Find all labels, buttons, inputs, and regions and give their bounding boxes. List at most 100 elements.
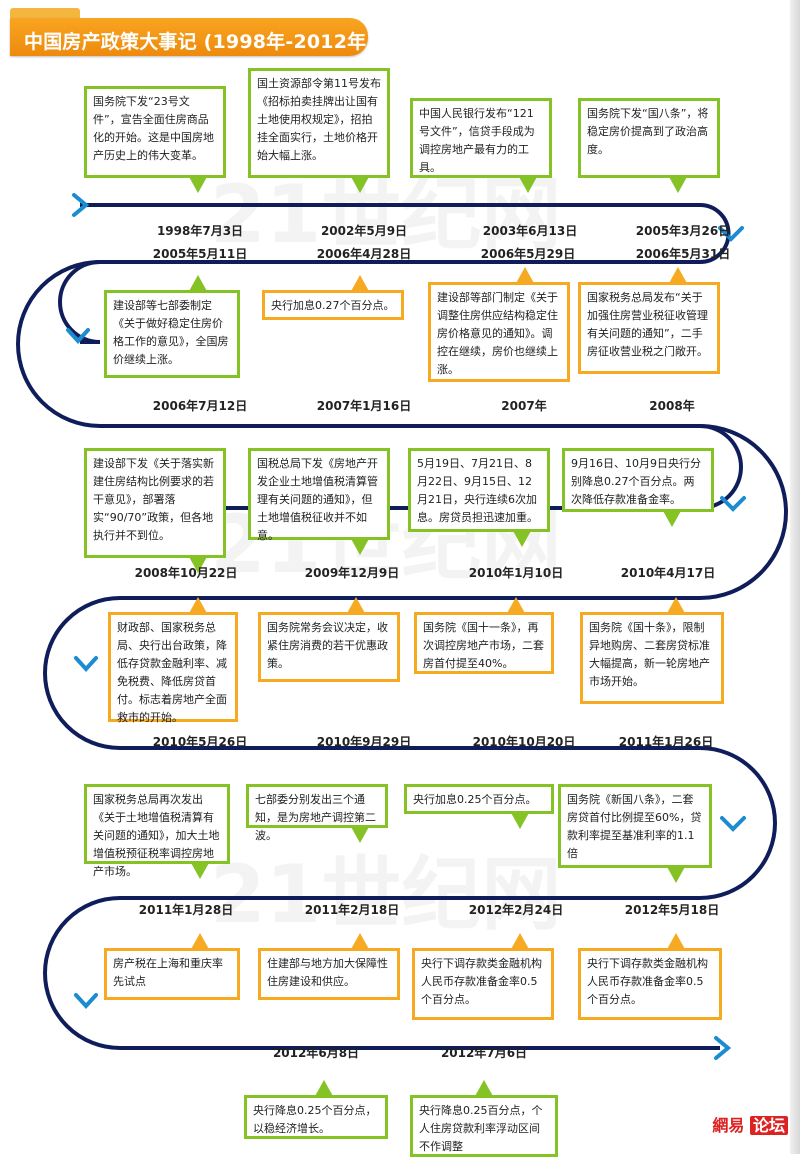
event-date: 2011年1月28日 xyxy=(138,903,234,917)
event-callout: 国税总局下发《房地产开发企业土地增值税清算管理有关问题的通知》，但土地增值税征收… xyxy=(248,448,390,542)
event-date: 2009年12月9日 xyxy=(304,566,400,580)
event-date: 2011年1月26日 xyxy=(618,735,714,749)
event-text: 央行加息0.25个百分点。 xyxy=(413,793,537,806)
callout-pointer xyxy=(350,175,370,193)
event-callout: 央行降息0.25个百分点，以稳经济增长。 xyxy=(244,1095,388,1139)
event-callout: 央行下调存款类金融机构人民币存款准备金率0.5个百分点。 xyxy=(578,948,722,1020)
event-text: 住建部与地方加大保障性住房建设和供应。 xyxy=(267,957,388,988)
chevron-down-icon xyxy=(66,328,90,344)
event-text: 央行下调存款类金融机构人民币存款准备金率0.5个百分点。 xyxy=(421,957,542,1006)
chevron-down-icon xyxy=(720,816,746,832)
page-edge xyxy=(790,0,800,1154)
event-callout: 5月19日、7月21日、8月22日、9月15日、12月21日，央行连续6次加息。… xyxy=(408,448,550,532)
callout-pointer xyxy=(188,175,208,193)
callout-pointer xyxy=(350,933,370,951)
callout-pointer xyxy=(346,597,366,615)
event-callout: 国家税务总局发布“关于加强住房营业税征收管理有关问题的通知”，二手房征收营业税之… xyxy=(578,282,720,374)
event-callout: 国家税务总局再次发出《关于土地增值税清算有关问题的通知》，加大土地增值税预征税率… xyxy=(84,784,230,878)
event-text: 国家税务总局发布“关于加强住房营业税征收管理有关问题的通知”，二手房征收营业税之… xyxy=(587,291,708,358)
end-arrow-icon xyxy=(714,1036,732,1060)
event-date: 2010年5月26日 xyxy=(152,735,248,749)
event-date: 2005年5月11日 xyxy=(152,247,248,261)
event-text: 9月16日、10月9日央行分别降息0.27个百分点。两次降低存款准备金率。 xyxy=(571,457,701,506)
event-text: 国家税务总局再次发出《关于土地增值税清算有关问题的通知》，加大土地增值税预征税率… xyxy=(93,793,220,878)
event-date: 2012年6月8日 xyxy=(272,1046,360,1060)
event-text: 国税总局下发《房地产开发企业土地增值税清算管理有关问题的通知》，但土地增值税征收… xyxy=(257,457,378,542)
event-text: 国土资源部令第11号发布《招标拍卖挂牌出让国有土地使用权规定》，招拍挂全面实行，… xyxy=(257,77,381,162)
callout-pointer xyxy=(350,825,370,843)
callout-pointer xyxy=(515,267,535,285)
event-text: 央行降息0.25个百分点，以稳经济增长。 xyxy=(253,1104,377,1135)
event-callout: 中国人民银行发布“121号文件”，信贷手段成为调控房地产最有力的工具。 xyxy=(410,98,552,178)
callout-pointer xyxy=(188,555,208,573)
callout-pointer xyxy=(666,865,686,883)
event-date: 2010年4月17日 xyxy=(620,566,716,580)
event-date: 2005年3月26日 xyxy=(635,224,731,238)
event-text: 国务院《国十条》，限制异地购房、二套房贷标准大幅提高，新一轮房地产市场开始。 xyxy=(589,621,710,688)
event-callout: 国务院《国十一条》，再次调控房地产市场，二套房首付提至40%。 xyxy=(414,612,554,674)
page-title: 中国房产政策大事记 (1998年-2012年) xyxy=(24,31,376,53)
event-date: 2007年1月16日 xyxy=(316,399,412,413)
start-arrow-icon xyxy=(72,193,90,217)
event-date: 2006年5月31日 xyxy=(635,247,731,261)
callout-pointer xyxy=(314,1080,334,1098)
event-callout: 国务院下发“国八条”，将稳定房价提高到了政治高度。 xyxy=(578,98,720,178)
event-date: 2002年5月9日 xyxy=(320,224,408,238)
event-text: 央行降息0.25百分点，个人住房贷款利率浮动区间不作调整 xyxy=(419,1104,543,1153)
event-text: 央行下调存款类金融机构人民币存款准备金率0.5个百分点。 xyxy=(587,957,708,1006)
event-callout: 财政部、国家税务总局、央行出台政策，降低存贷款金融利率、减免税费、降低房贷首付。… xyxy=(108,612,238,724)
event-callout: 央行降息0.25百分点，个人住房贷款利率浮动区间不作调整 xyxy=(410,1095,558,1157)
event-text: 七部委分别发出三个通知，是为房地产调控第二波。 xyxy=(255,793,376,842)
chevron-down-icon xyxy=(74,656,98,672)
event-callout: 七部委分别发出三个通知，是为房地产调控第二波。 xyxy=(246,784,388,842)
event-callout: 国务院《新国八条》，二套房贷首付比例提至60%，贷款利率提至基准利率的1.1倍 xyxy=(558,784,712,868)
event-text: 中国人民银行发布“121号文件”，信贷手段成为调控房地产最有力的工具。 xyxy=(419,107,535,174)
event-text: 国务院《国十一条》，再次调控房地产市场，二套房首付提至40%。 xyxy=(423,621,544,670)
event-date: 2010年9月29日 xyxy=(316,735,412,749)
callout-pointer xyxy=(510,811,530,829)
callout-pointer xyxy=(510,933,530,951)
event-date: 2010年10月20日 xyxy=(472,735,576,749)
callout-pointer xyxy=(474,1080,494,1098)
event-text: 国务院常务会议决定，收紧住房消费的若干优惠政策。 xyxy=(267,621,388,670)
callout-pointer xyxy=(666,933,686,951)
event-text: 房产税在上海和重庆率先试点 xyxy=(113,957,223,988)
event-callout: 房产税在上海和重庆率先试点 xyxy=(104,948,240,1000)
event-date: 2006年5月29日 xyxy=(480,247,576,261)
event-text: 建设部等七部委制定《关于做好稳定住房价格工作的意见》，全国房价继续上涨。 xyxy=(113,299,229,366)
event-date: 2012年2月24日 xyxy=(468,903,564,917)
chevron-down-icon xyxy=(720,496,746,512)
event-text: 财政部、国家税务总局、央行出台政策，降低存贷款金融利率、减免税费、降低房贷首付。… xyxy=(117,621,227,724)
event-callout: 央行加息0.25个百分点。 xyxy=(404,784,554,814)
callout-pointer xyxy=(188,597,208,615)
callout-pointer xyxy=(668,267,688,285)
callout-pointer xyxy=(666,597,686,615)
track-line xyxy=(43,424,788,1050)
event-date: 1998年7月3日 xyxy=(156,224,244,238)
event-date: 2010年1月10日 xyxy=(468,566,564,580)
callout-pointer xyxy=(506,597,526,615)
callout-pointer xyxy=(662,509,682,527)
event-callout: 央行下调存款类金融机构人民币存款准备金率0.5个百分点。 xyxy=(412,948,554,1020)
callout-pointer xyxy=(350,537,370,555)
event-date: 2006年7月12日 xyxy=(152,399,248,413)
event-callout: 国务院下发“23号文件”，宣告全面住房商品化的开始。这是中国房地产历史上的伟大变… xyxy=(84,86,226,178)
event-callout: 国土资源部令第11号发布《招标拍卖挂牌出让国有土地使用权规定》，招拍挂全面实行，… xyxy=(248,68,390,178)
event-date: 2007年 xyxy=(501,399,547,413)
event-text: 央行加息0.27个百分点。 xyxy=(271,299,395,312)
event-date: 2008年 xyxy=(649,399,695,413)
event-text: 国务院下发“23号文件”，宣告全面住房商品化的开始。这是中国房地产历史上的伟大变… xyxy=(93,95,214,162)
event-text: 建设部等部门制定《关于调整住房供应结构稳定住房价格意见的通知》。调控在继续，房价… xyxy=(437,291,558,376)
chevron-down-icon xyxy=(718,226,744,242)
callout-pointer xyxy=(190,861,210,879)
event-text: 5月19日、7月21日、8月22日、9月15日、12月21日，央行连续6次加息。… xyxy=(417,457,538,524)
event-date: 2008年10月22日 xyxy=(134,566,238,580)
title-banner xyxy=(10,18,368,56)
event-callout: 建设部下发《关于落实新建住房结构比例要求的若干意见》，部署落实“90/70”政策… xyxy=(84,448,226,558)
event-callout: 建设部等七部委制定《关于做好稳定住房价格工作的意见》，全国房价继续上涨。 xyxy=(104,290,240,378)
event-date: 2011年2月18日 xyxy=(304,903,400,917)
event-date: 2006年4月28日 xyxy=(316,247,412,261)
event-date: 2003年6月13日 xyxy=(482,224,578,238)
callout-pointer xyxy=(668,175,688,193)
event-callout: 国务院《国十条》，限制异地购房、二套房贷标准大幅提高，新一轮房地产市场开始。 xyxy=(580,612,724,704)
